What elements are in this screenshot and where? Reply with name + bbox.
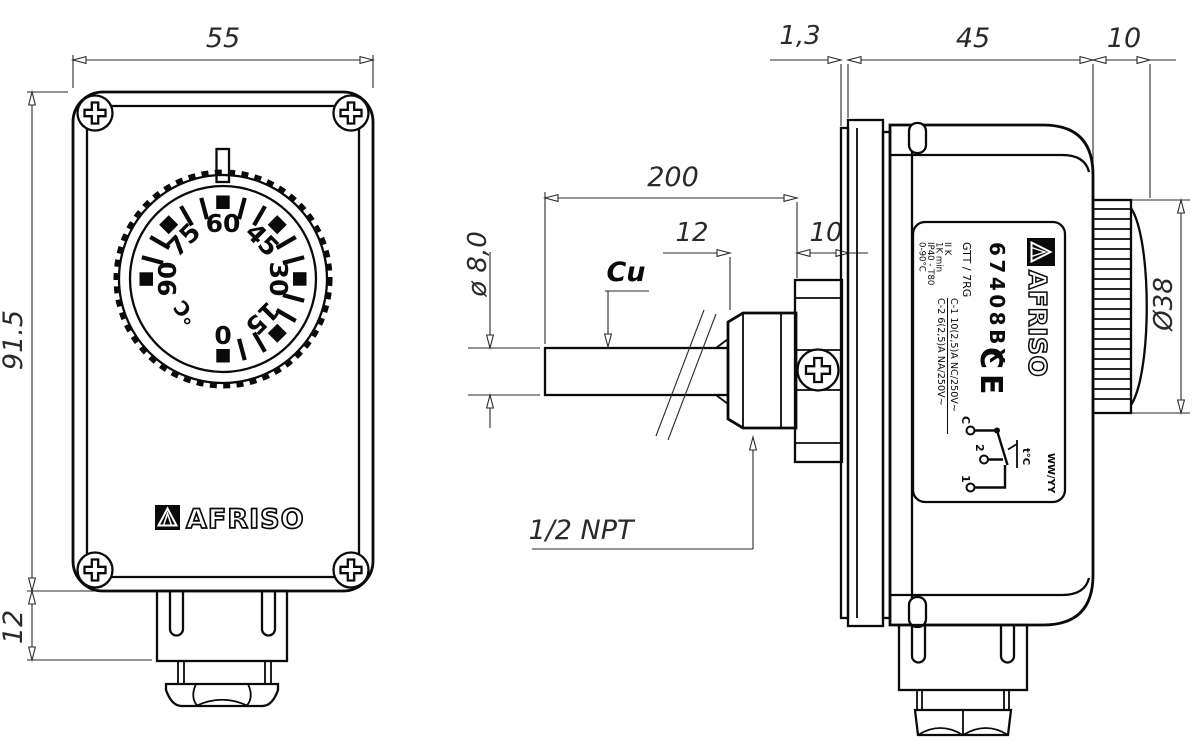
cable-gland-side	[897, 623, 1029, 737]
knurl-hatching	[1093, 208, 1131, 400]
side-view: 1,3 45 10 200 12	[463, 21, 1190, 737]
dim-body-text: 45	[956, 23, 990, 54]
dim-knob-diameter: Ø38	[1100, 197, 1190, 416]
break-marks	[655, 309, 717, 441]
gland-slot	[999, 625, 1016, 664]
flange-plates	[839, 118, 892, 628]
dim-pocket-depth: 10	[794, 218, 868, 258]
dim-probe-length-text: 200	[647, 162, 699, 193]
label-type: GTT / 7RG	[960, 242, 973, 297]
label-spec: II K	[942, 242, 952, 256]
dial-knob: 60 45 30 15 0 90 75 °C	[113, 169, 333, 389]
dim-knob-depth: 10	[1090, 23, 1176, 198]
screw-icon	[332, 94, 370, 132]
label-spec: IP40 - T80	[925, 242, 935, 285]
dim-height-text: 91.5	[0, 310, 29, 370]
dim-plate-thickness: 1,3	[770, 21, 849, 126]
label-spec: 0-90°C	[917, 242, 927, 272]
front-view: 55 91.5 12	[0, 23, 376, 708]
label-contact-rating-2: C-2 6(2,5)A NA/250V~	[935, 298, 946, 406]
dial-number-90: 90	[153, 262, 182, 297]
sensor-probe	[543, 309, 730, 441]
brand-logo-front: AFRISO	[155, 503, 305, 536]
probe-material-text: Cu	[606, 257, 645, 288]
label-brand-text: AFRISO	[1023, 270, 1052, 377]
housing-inner-outline	[85, 104, 361, 579]
dial-number-30: 30	[264, 262, 293, 297]
mounting-bracket	[793, 278, 844, 464]
dial-knob-side	[1091, 198, 1148, 415]
hex-fitting-side	[726, 311, 798, 430]
cover-screw-boss	[907, 595, 928, 629]
dial-knurled-rim	[113, 169, 333, 389]
dial-outer-circle	[117, 173, 329, 385]
gland-slot	[910, 625, 927, 664]
dim-width: 55	[70, 23, 376, 88]
brand-logo-icon	[1027, 238, 1055, 266]
cable-gland-front	[155, 589, 289, 708]
dim-knob-text: 10	[1107, 23, 1141, 54]
dim-probe-diameter-text: ø 8,0	[463, 231, 493, 298]
gland-slot	[260, 591, 277, 637]
dim-knob-diameter-text: Ø38	[1149, 277, 1179, 332]
thread-callout: 1/2 NPT	[528, 434, 758, 550]
dim-pocket-text: 10	[809, 218, 842, 248]
circuit-terminal-1: 1	[959, 475, 972, 483]
probe-material-callout: Cu	[603, 257, 649, 350]
dial-number-0: 0	[214, 320, 231, 349]
brand-text-front: AFRISO	[186, 504, 305, 535]
circuit-terminal-2: 2	[973, 444, 986, 452]
dim-hex-length: 12	[663, 218, 733, 310]
gland-slot	[168, 591, 185, 637]
dial-number-60: 60	[206, 209, 241, 238]
label-spec: 1K min	[934, 242, 944, 272]
rating-label: AFRISO WW/YY 67408BX CE GTT / 7RG II K 1…	[911, 220, 1067, 504]
label-date-code: WW/YY	[1045, 453, 1056, 494]
cover-screw-boss	[907, 121, 928, 155]
dial-face	[128, 184, 318, 374]
thread-text: 1/2 NPT	[528, 515, 636, 546]
switch-circuit-diagram: C 2 1 t°C	[959, 416, 1031, 493]
dial-numbers: 60 45 30 15 0 90 75 °C	[153, 209, 293, 349]
label-contact-rating-1: C-1 10(2,5)A NC/250V~	[948, 298, 959, 412]
dim-hex-text: 12	[675, 218, 708, 248]
hex-nut-front	[164, 682, 280, 708]
dial-unit-label: °C	[169, 295, 203, 329]
circuit-temp-symbol-text: t°C	[1020, 448, 1031, 465]
dim-probe-diameter: ø 8,0	[463, 231, 540, 428]
label-model-number: 67408BX	[985, 242, 1009, 367]
screw-icon	[796, 348, 840, 392]
circuit-terminal-c: C	[959, 416, 972, 424]
ce-mark: CE	[973, 347, 1008, 400]
screw-icon	[76, 551, 114, 589]
dim-body-depth: 45	[845, 23, 1096, 196]
screw-icon	[76, 94, 114, 132]
screw-icon	[332, 551, 370, 589]
corner-screws	[76, 94, 370, 589]
dial-pointer-notch	[215, 147, 231, 184]
dim-probe-length: 200	[542, 162, 800, 344]
dim-plate-text: 1,3	[779, 21, 820, 51]
dial-ticks	[141, 197, 305, 361]
dim-height: 91.5 12	[0, 89, 152, 663]
hex-nut-side	[913, 708, 1013, 737]
dim-width-text: 55	[206, 23, 240, 54]
dim-gland-height-text: 12	[0, 610, 29, 644]
